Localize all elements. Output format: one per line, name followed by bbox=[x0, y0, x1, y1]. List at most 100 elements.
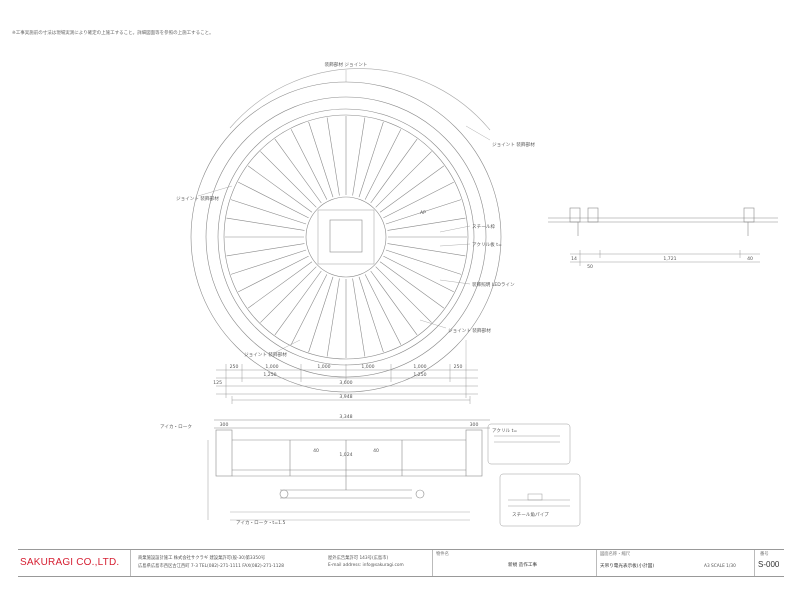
title-block bbox=[18, 549, 784, 577]
drawing-value: 天吊り電光表示板(小計図) bbox=[600, 564, 655, 569]
sec-anchor-bottom: アイカ・ローク・t=1.5 bbox=[236, 520, 285, 526]
label-joint-top: 装飾部材 ジョイント bbox=[325, 61, 368, 68]
inner-ring-2 bbox=[223, 114, 469, 360]
sec-w-right: 300 bbox=[470, 422, 479, 428]
label-joint-bottom-left: ジョイント 装飾部材 bbox=[244, 351, 287, 358]
dim-d11: 125 bbox=[213, 380, 222, 386]
spoke bbox=[226, 243, 305, 257]
dim-d6: 250 bbox=[454, 364, 463, 370]
sheet-number: S-000 bbox=[758, 560, 780, 569]
spoke bbox=[226, 217, 305, 231]
section-view bbox=[207, 419, 490, 521]
spoke bbox=[387, 243, 466, 257]
sec-w-total: 3,348 bbox=[339, 414, 352, 420]
company-logo: SAKURAGI CO.,LTD. bbox=[20, 557, 120, 568]
spoke bbox=[308, 276, 334, 353]
company-email: E-mail address: info@sakuragi.com bbox=[328, 563, 404, 568]
general-note: ※工事実施前の寸法は現場実測により確定の上施工すること。詳細図面等を参照の上施工… bbox=[12, 31, 214, 36]
dim-d10: 3,948 bbox=[339, 394, 352, 400]
spoke bbox=[379, 165, 445, 213]
scale: A3 SCALE 1/30 bbox=[704, 564, 736, 569]
spoke bbox=[370, 270, 418, 336]
spoke bbox=[230, 199, 307, 225]
spoke bbox=[352, 278, 366, 357]
spokes bbox=[225, 116, 467, 358]
spoke bbox=[274, 270, 322, 336]
spoke bbox=[352, 117, 366, 196]
plan-dimensions bbox=[216, 364, 478, 404]
spoke bbox=[290, 129, 328, 200]
side-detail bbox=[548, 207, 778, 266]
hub-ring bbox=[305, 196, 387, 278]
left-hanger bbox=[215, 429, 233, 477]
spoke bbox=[308, 121, 334, 198]
side-c: 1,721 bbox=[663, 256, 676, 262]
dim-d5: 1,000 bbox=[413, 364, 426, 370]
sec-w-left: 300 bbox=[220, 422, 229, 428]
label-acrylic: アクリル板 t= bbox=[472, 241, 502, 248]
label-led: 装飾照明 LEDライン bbox=[472, 281, 515, 288]
spoke bbox=[326, 117, 340, 196]
spoke bbox=[230, 249, 307, 275]
spoke bbox=[385, 199, 462, 225]
drawing-label: 図面名称・縮尺 bbox=[600, 552, 631, 557]
label-joint-right-top: ジョイント 装飾部材 bbox=[492, 141, 535, 148]
sec-anchor-top: アイカ・ローク bbox=[160, 424, 192, 430]
dim-d7: 1,250 bbox=[263, 372, 276, 378]
spoke bbox=[375, 266, 432, 323]
spoke bbox=[326, 278, 340, 357]
hub-frame bbox=[317, 209, 375, 265]
spoke bbox=[238, 181, 309, 219]
spoke bbox=[364, 129, 402, 200]
spoke bbox=[274, 138, 322, 204]
spoke bbox=[370, 138, 418, 204]
spoke bbox=[383, 255, 454, 293]
side-a: 14 bbox=[571, 256, 577, 262]
pivot-left bbox=[279, 489, 289, 499]
dim-d3: 1,000 bbox=[317, 364, 330, 370]
label-joint-left: ジョイント 装飾部材 bbox=[176, 195, 219, 202]
side-d: 40 bbox=[747, 256, 753, 262]
project-label: 物件名 bbox=[436, 552, 449, 557]
company-line-3: 屋外広告業許可 143号(広島市) bbox=[328, 556, 389, 561]
label-joint-right-bottom: ジョイント 装飾部材 bbox=[448, 327, 491, 334]
sheet-label: 番号 bbox=[760, 552, 769, 557]
center-box bbox=[329, 219, 363, 253]
spoke bbox=[379, 261, 445, 309]
spoke bbox=[260, 151, 317, 208]
dim-d1: 250 bbox=[230, 364, 239, 370]
spoke bbox=[238, 255, 309, 293]
company-line-2: 広島県広島市西区古江西町 7-3 TEL(082)-271-1111 FAX(0… bbox=[138, 564, 284, 569]
plan-leaders bbox=[197, 70, 491, 364]
dim-d2: 1,000 bbox=[265, 364, 278, 370]
section-detail-callout bbox=[487, 423, 581, 527]
spoke bbox=[375, 151, 432, 208]
spoke bbox=[290, 274, 328, 345]
spoke bbox=[247, 261, 313, 309]
detail-box-top bbox=[487, 423, 571, 465]
side-b: 50 bbox=[587, 264, 593, 270]
company-line-1: 商業施設設計施工 株式会社サクラギ 建設業許可(般-30)第3350号 bbox=[138, 556, 266, 561]
spoke bbox=[387, 217, 466, 231]
dim-d8: 1,250 bbox=[413, 372, 426, 378]
pivot-right bbox=[415, 489, 425, 499]
sec-acrylic: アクリル t= bbox=[492, 428, 517, 434]
spoke bbox=[260, 266, 317, 323]
dim-d4: 1,000 bbox=[361, 364, 374, 370]
spoke bbox=[358, 276, 384, 353]
detail-box-bottom bbox=[499, 473, 581, 527]
sec-h2: 40 bbox=[373, 448, 379, 454]
spoke bbox=[385, 249, 462, 275]
plan-view bbox=[190, 68, 502, 393]
project-value: 新規 造作工事 bbox=[508, 563, 538, 568]
dim-d9: 3,600 bbox=[339, 380, 352, 386]
right-hanger bbox=[465, 429, 483, 477]
sec-steel: スチール角パイプ bbox=[512, 511, 549, 518]
spoke bbox=[247, 165, 313, 213]
spoke bbox=[383, 181, 454, 219]
sec-mid: 1,024 bbox=[339, 452, 352, 458]
label-steel-frame: スチール枠 bbox=[472, 223, 495, 230]
dim-arc bbox=[229, 68, 491, 131]
sec-h1: 40 bbox=[313, 448, 319, 454]
